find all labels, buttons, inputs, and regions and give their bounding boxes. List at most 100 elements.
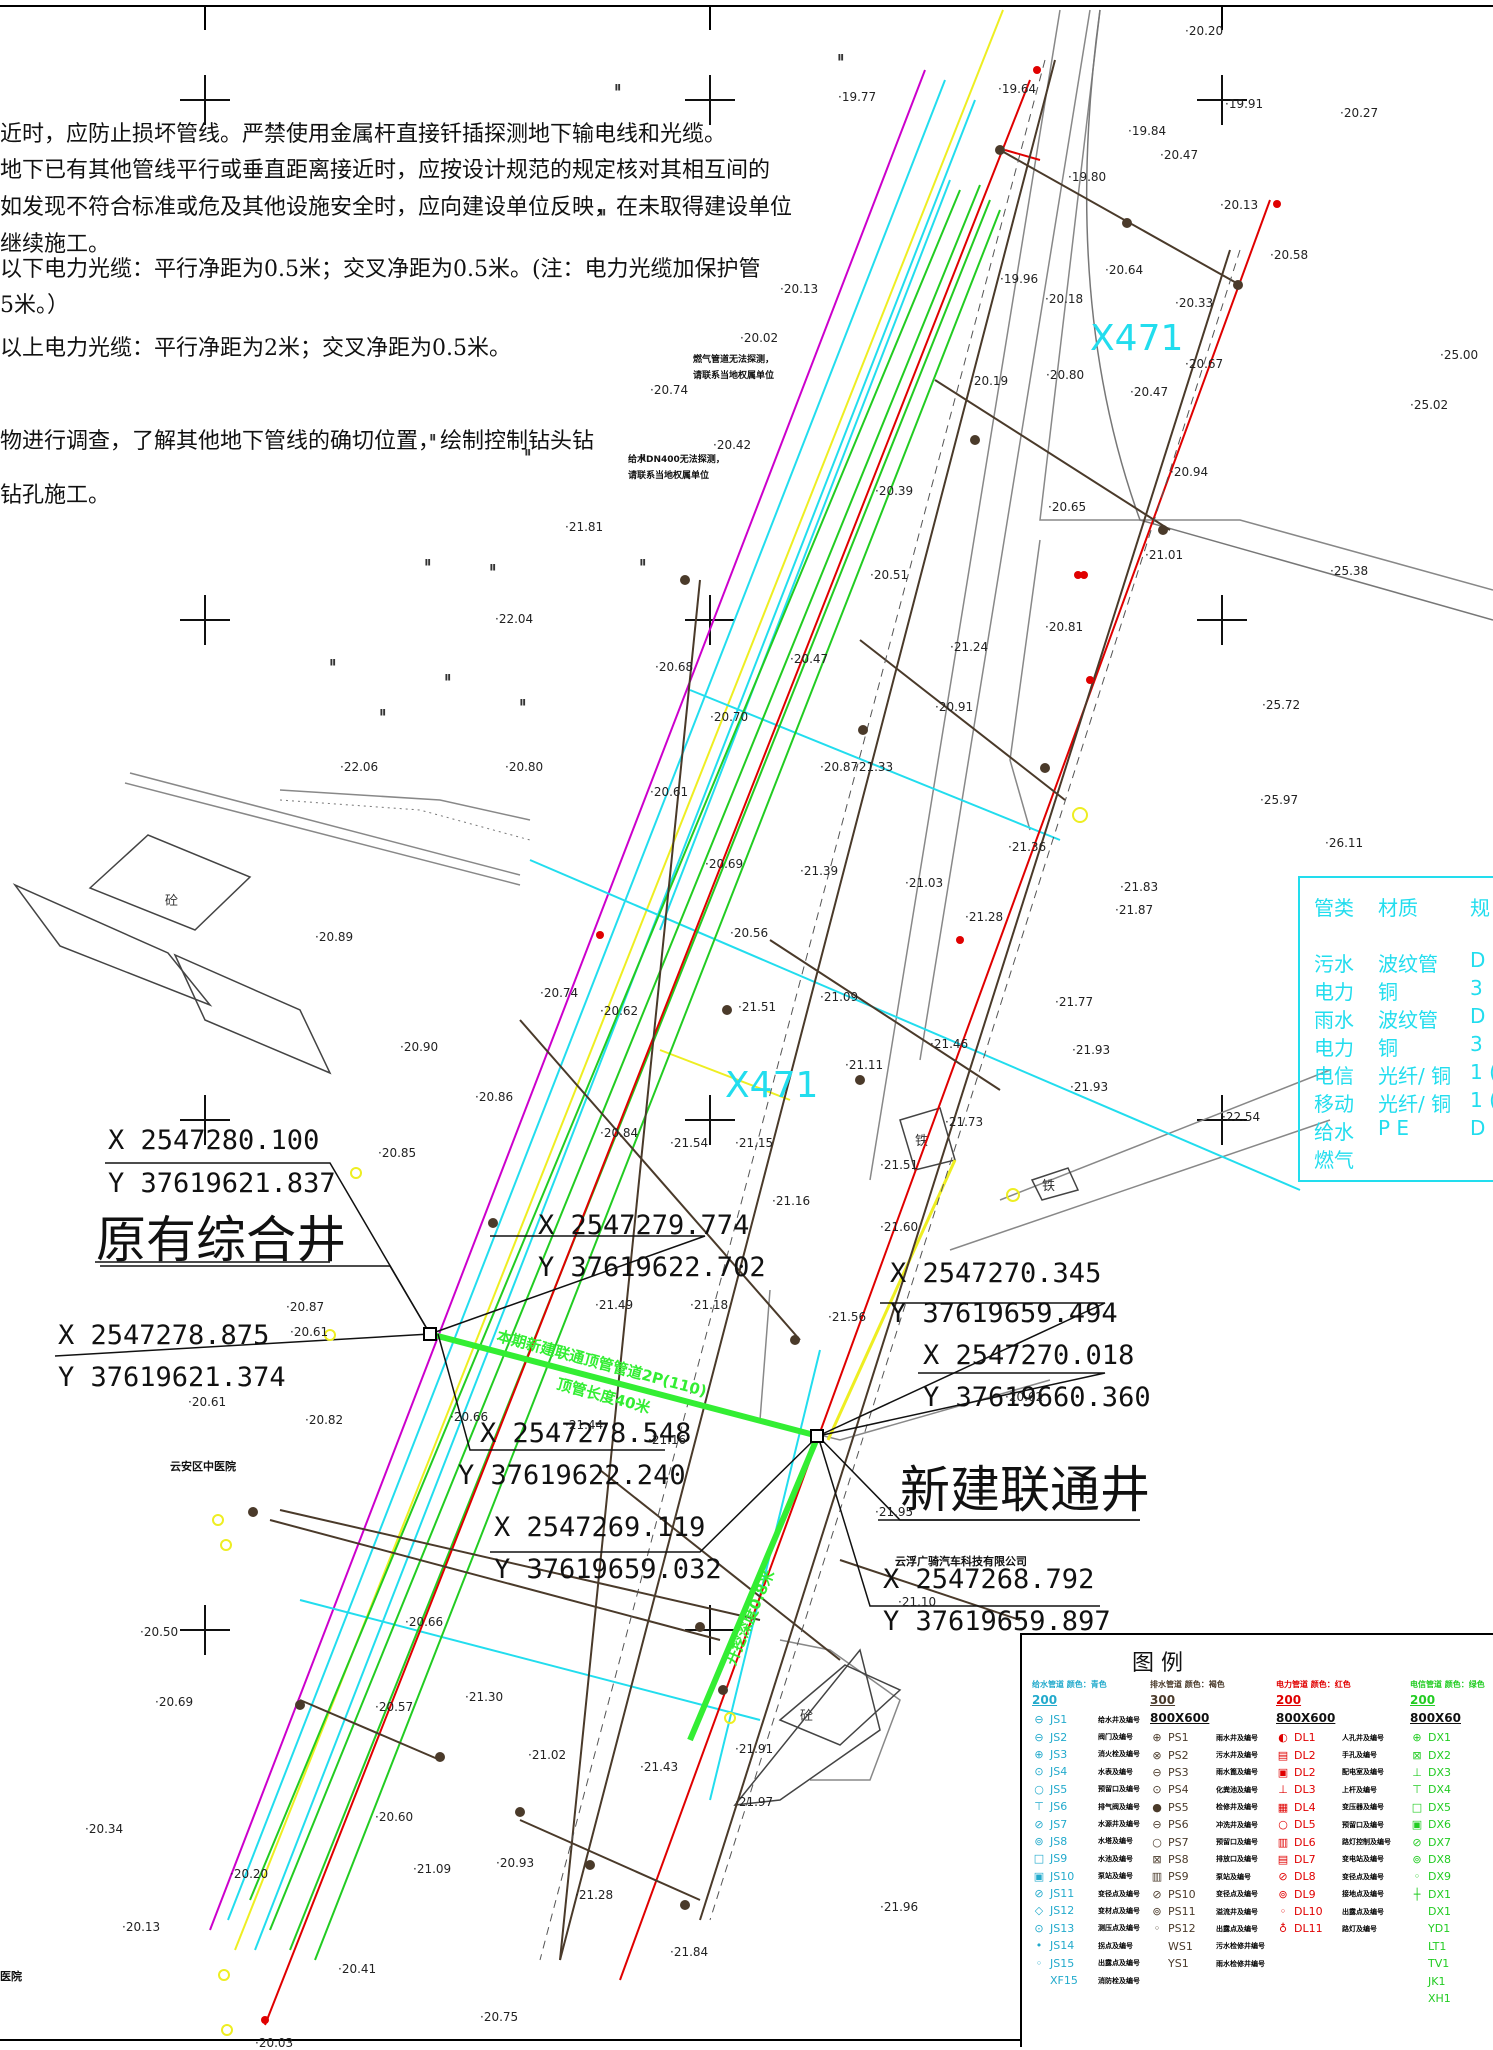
legend-symbol-icon: ▥ xyxy=(1277,1835,1289,1849)
legend-symbol-icon: ⊚ xyxy=(1278,1887,1288,1901)
elevation-point: ·21.51 xyxy=(880,1158,919,1172)
elevation-point: ·21.15 xyxy=(735,1136,774,1150)
legend-symbol-icon: ⊖ xyxy=(1152,1765,1162,1779)
note-line: 以下电力光缆：平行净距为0.5米；交叉净距为0.5米。(注：电力光缆加保护管 xyxy=(0,257,761,282)
legend-description: 化粪池及编号 xyxy=(1216,1785,1258,1794)
dn400-note: 给水DN400无法探测， xyxy=(628,455,725,465)
elevation-point: ·21.51 xyxy=(738,1000,777,1014)
legend-row: ⊘DX7 xyxy=(1410,1833,1485,1850)
legend-symbol-icon: ⊘ xyxy=(1034,1887,1044,1901)
legend-description: 泵站及编号 xyxy=(1216,1872,1251,1881)
elevation-point: ·20.89 xyxy=(315,930,354,944)
elevation-point: ·21.24 xyxy=(950,640,989,654)
elevation-point: ·21.49 xyxy=(595,1298,634,1312)
table-cell: 1 ( xyxy=(1470,1088,1493,1112)
legend-column-heading: 电信管道 颜色：绿色 xyxy=(1410,1680,1485,1689)
legend-description: 上杆及编号 xyxy=(1342,1785,1377,1794)
legend-code: PS11 xyxy=(1168,1905,1196,1919)
wells xyxy=(248,145,1243,1910)
coord-y-existing-3: Y 37619622.702 xyxy=(538,1252,766,1283)
elevation-point: ·20.27 xyxy=(1340,106,1379,120)
legend-description: 路灯控制及编号 xyxy=(1342,1838,1391,1847)
legend-row: ◦DX9 xyxy=(1410,1868,1485,1885)
legend-code: DX1 xyxy=(1428,1731,1452,1745)
table-cell: 雨水 xyxy=(1314,1008,1354,1032)
legend-code: JS13 xyxy=(1050,1921,1075,1935)
coord-x-existing-2: X 2547278.875 xyxy=(58,1320,270,1351)
table-cell: D I xyxy=(1470,1116,1493,1140)
legend-code: YS1 xyxy=(1168,1957,1189,1971)
elevation-point: ·25.72 xyxy=(1262,698,1301,712)
svg-text:ıı: ıı xyxy=(445,672,451,683)
elevation-point: ·20.34 xyxy=(85,1822,124,1836)
legend-code: DL4 xyxy=(1294,1800,1316,1814)
coord-y-existing-1: Y 37619621.837 xyxy=(108,1168,336,1199)
company-label: 云浮广骑汽车科技有限公司 xyxy=(895,1555,1027,1568)
dotted-boundary xyxy=(279,799,531,841)
legend-symbol-icon: ◦ xyxy=(1153,1922,1161,1936)
legend-code: JS2 xyxy=(1050,1730,1068,1744)
svg-text:ıı: ıı xyxy=(380,707,386,718)
legend-code: PS3 xyxy=(1168,1765,1189,1779)
legend-code: DX1 xyxy=(1428,1887,1452,1901)
legend-description: 拐点及编号 xyxy=(1098,1941,1133,1950)
legend-symbol-icon: ⊖ xyxy=(1034,1730,1044,1744)
legend-description: 消火栓及编号 xyxy=(1098,1750,1140,1759)
legend-code: PS7 xyxy=(1168,1835,1189,1849)
table-cell: 给水 xyxy=(1314,1120,1354,1144)
legend-symbol-icon: ⊚ xyxy=(1412,1852,1422,1866)
elevation-point: ·20.61 xyxy=(188,1395,227,1409)
elevation-point: ·20.81 xyxy=(1045,620,1084,634)
coord-y-existing-2: Y 37619621.374 xyxy=(58,1362,286,1393)
legend-row: □DX5 xyxy=(1410,1799,1485,1816)
elevation-point: ·21.09 xyxy=(820,990,859,1004)
legend-code: JS7 xyxy=(1050,1817,1068,1831)
legend-row: ⊕DX1 xyxy=(1410,1729,1485,1746)
elevation-point: ·20.74 xyxy=(540,986,579,1000)
legend-code: JS8 xyxy=(1050,1834,1068,1848)
elevation-point: ·21.30 xyxy=(465,1690,504,1704)
legend-description: 变压器及编号 xyxy=(1342,1803,1384,1812)
elevation-point: ·20.02 xyxy=(740,331,779,345)
legend-code: DL3 xyxy=(1294,1783,1316,1797)
legend-row: LT1 xyxy=(1410,1938,1485,1955)
table-cell: 波纹管 xyxy=(1378,952,1438,976)
legend-description: 雨水井及编号 xyxy=(1216,1733,1258,1742)
elevation-point: ·20.90 xyxy=(400,1040,439,1054)
coord-x-new-4: X 2547268.792 xyxy=(883,1564,1095,1595)
legend-description: 接地点及编号 xyxy=(1342,1890,1384,1899)
coord-x-existing-1: X 2547280.100 xyxy=(108,1125,320,1156)
slope-hatching xyxy=(1085,9,1493,621)
legend-symbol-icon: ▣ xyxy=(1411,1818,1423,1832)
elevation-point: ·21.02 xyxy=(528,1748,567,1762)
elevation-point: ·21.95 xyxy=(875,1505,914,1519)
legend-code: PS2 xyxy=(1168,1748,1189,1762)
table-cell: 3 xyxy=(1470,976,1483,1000)
legend-symbol-icon: ⊤ xyxy=(1412,1783,1422,1797)
legend-code: JS11 xyxy=(1050,1887,1075,1901)
table-cell: 污水 xyxy=(1314,952,1354,976)
legend-description: 污水检修井编号 xyxy=(1216,1942,1265,1951)
elevation-point: ·21.03 xyxy=(905,876,944,890)
table-cell: 电力 xyxy=(1314,1036,1354,1060)
elevation-point: ·20.66 xyxy=(450,1410,489,1424)
legend-code: JK1 xyxy=(1428,1974,1446,1988)
svg-text:ıı: ıı xyxy=(430,432,436,443)
elevation-point: ·20.70 xyxy=(710,710,749,724)
elevation-point: ·21.83 xyxy=(1120,880,1159,894)
elevation-point: ·20.69 xyxy=(155,1695,194,1709)
elevation-point: ·21.84 xyxy=(670,1945,709,1959)
